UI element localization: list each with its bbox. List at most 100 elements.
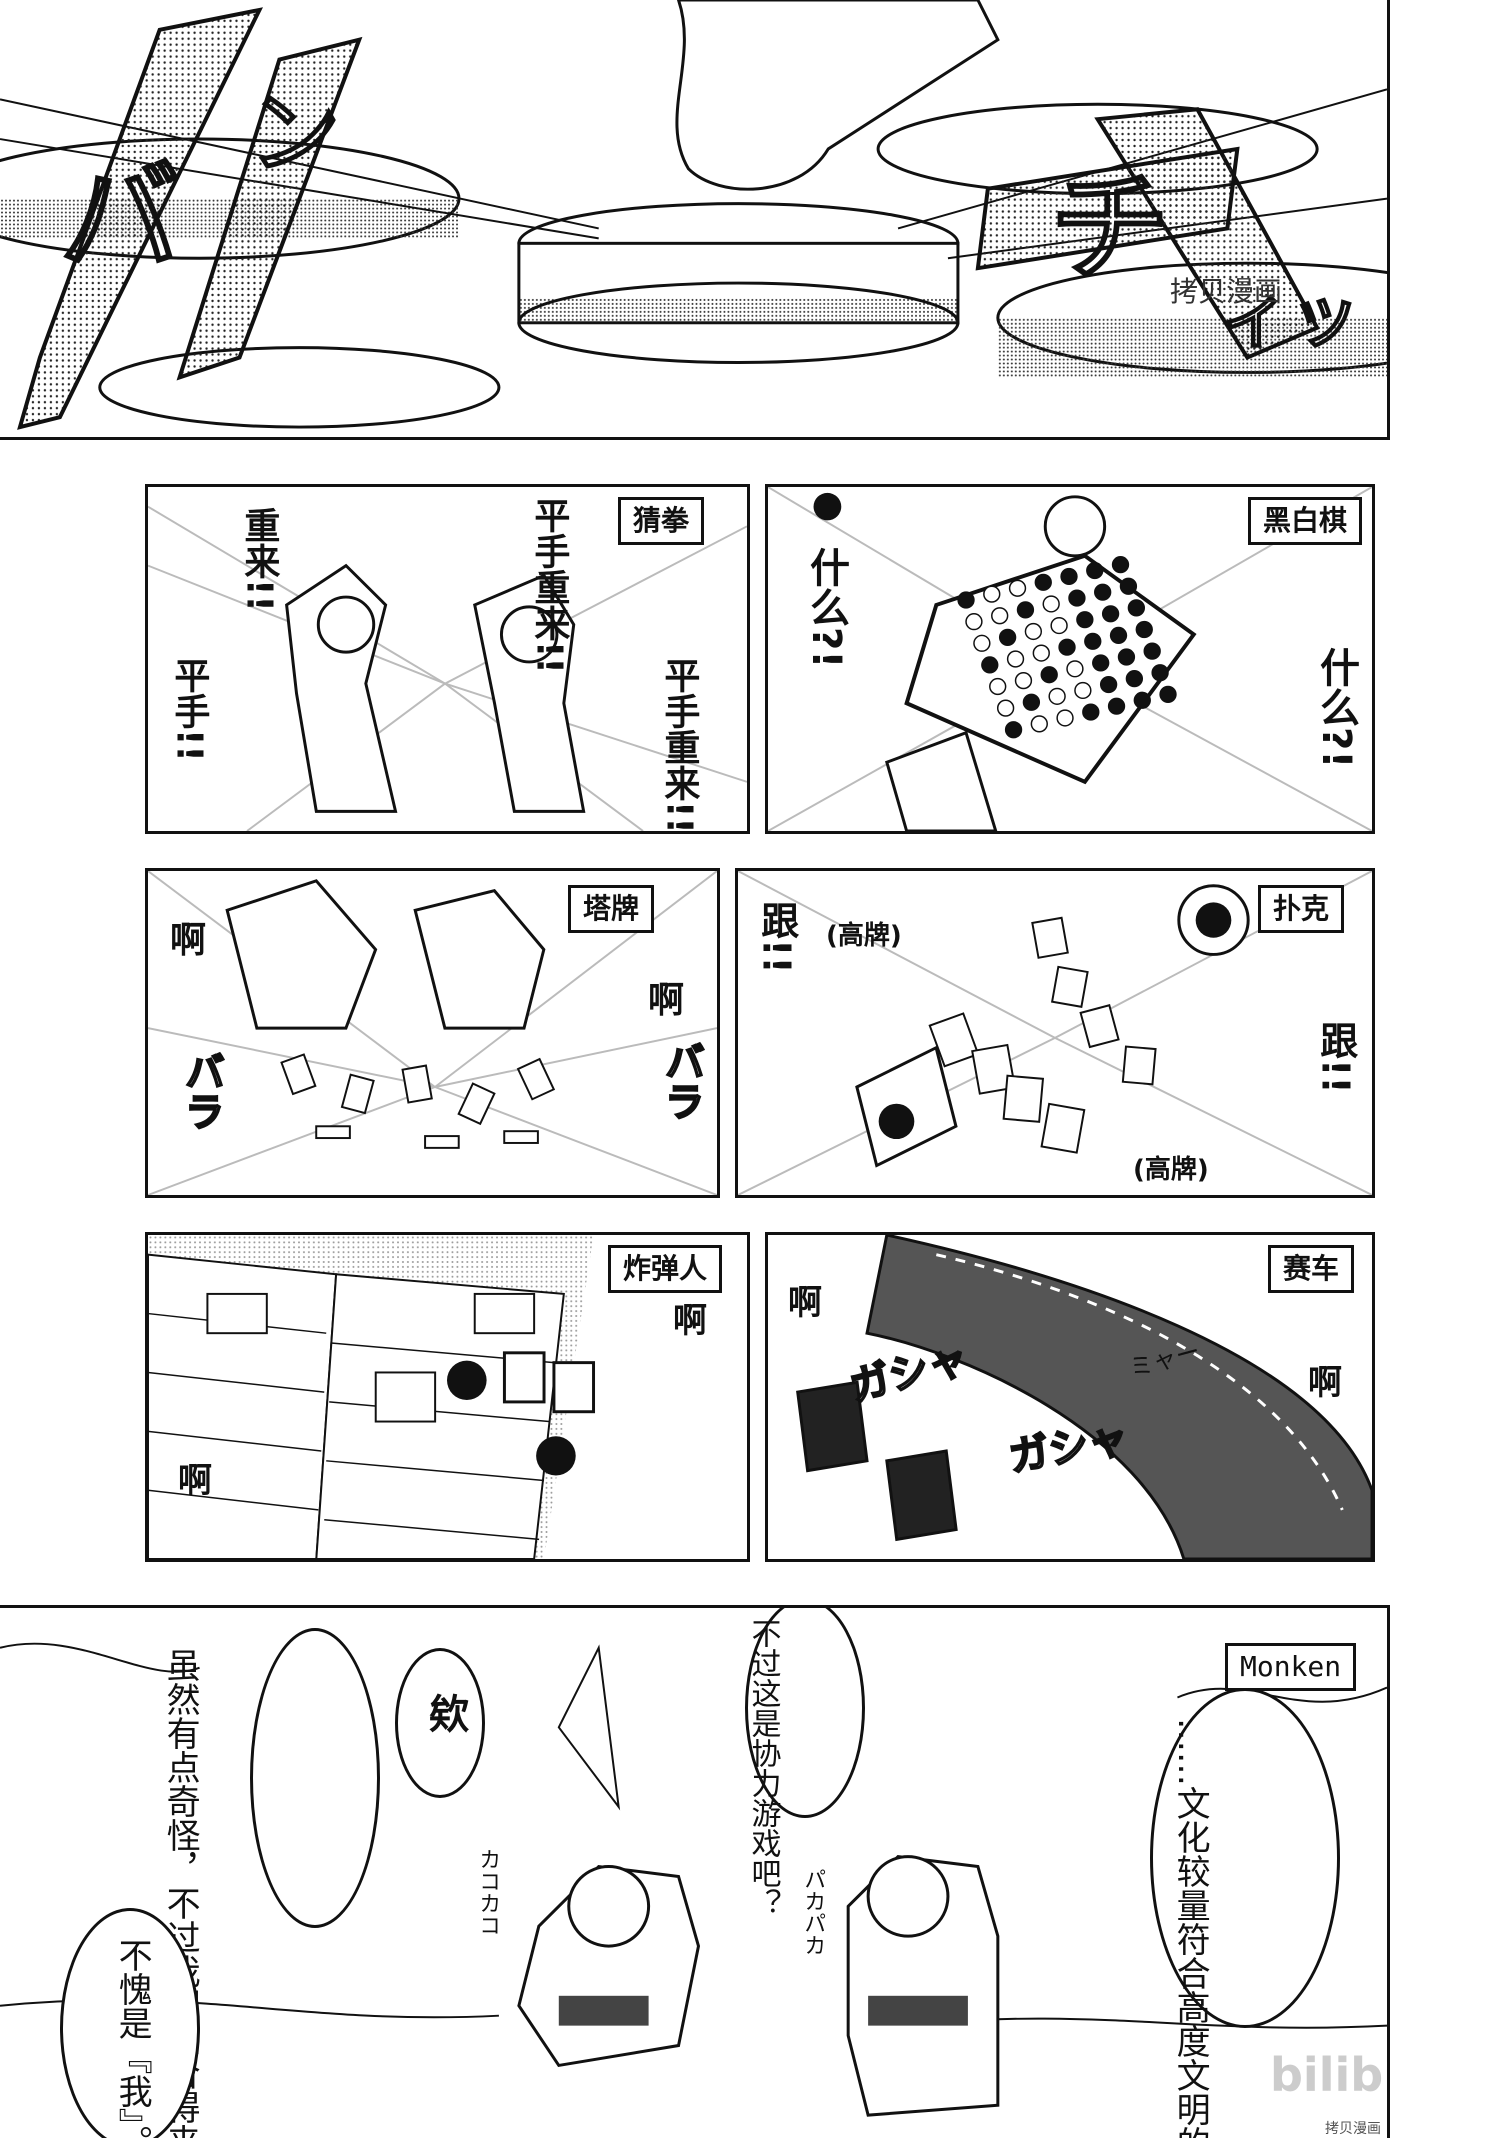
game-label-poker: 扑克 <box>1258 885 1345 933</box>
panel-button-press: バ ン チ ィッ 拷贝漫画 <box>0 0 1390 440</box>
reversi-disc <box>1119 577 1138 595</box>
game-label-racing: 赛车 <box>1268 1245 1355 1293</box>
reversi-disc <box>981 656 999 674</box>
reversi-disc <box>1127 599 1146 617</box>
reversi-disc <box>1099 675 1118 694</box>
reversi-disc <box>1086 561 1104 580</box>
reversi-disc <box>973 634 991 652</box>
rps-speech-right-top: 平手重来!! <box>528 497 570 674</box>
reversi-disc <box>1040 666 1058 684</box>
panel-bomberman: 炸弹人 啊 啊 <box>145 1232 750 1562</box>
reversi-disc <box>983 585 1001 603</box>
panel-rock-paper-scissors: 猜拳 重来!! 平手!! 平手重来!! 平手重来!! <box>145 484 750 834</box>
reversi-disc <box>1117 648 1136 666</box>
reversi-disc <box>1111 556 1130 574</box>
reversi-disc <box>1068 589 1086 607</box>
reversi-disc <box>1004 721 1023 739</box>
reversi-disc <box>1074 681 1092 700</box>
game-label-tower-cards: 塔牌 <box>568 885 655 933</box>
bilibili-logo: bilibili漫画 <box>1270 2048 1387 2102</box>
reversi-speech-left: 什么?! <box>803 547 849 669</box>
reversi-disc <box>1022 693 1041 711</box>
rps-speech-right-bottom: 平手重来!! <box>658 657 700 834</box>
bomberman-speech-top: 啊 <box>673 1301 707 1341</box>
racing-art <box>796 1235 1372 1559</box>
sfx-ix: ィッ <box>1219 274 1361 358</box>
reversi-disc <box>1082 703 1100 721</box>
reversi-disc <box>1094 583 1112 601</box>
reversi-disc <box>996 699 1015 717</box>
sfx-chi: チ <box>1049 158 1171 299</box>
panel-tower-cards: 塔牌 啊 啊 バラ バラ <box>145 868 720 1198</box>
reversi-disc <box>1048 687 1066 705</box>
reversi-disc <box>1056 709 1074 727</box>
sfx-kako: カコカコ <box>475 1848 501 1936</box>
speech-culture: ……文化较量符合高度文明的风度是挺好， <box>1170 1718 1211 2138</box>
reversi-disc <box>1058 638 1076 656</box>
sfx-paka: パカパカ <box>800 1868 826 1956</box>
reversi-disc <box>998 628 1017 646</box>
speech-eh: 欸 <box>422 1693 468 1733</box>
reversi-disc <box>1107 697 1126 715</box>
reversi-disc <box>1042 595 1060 613</box>
reversi-disc <box>1151 664 1169 682</box>
reversi-speech-right: 什么?! <box>1313 647 1359 769</box>
panel-racing: 赛车 啊 啊 ガシャ ガシャ ミャー <box>765 1232 1375 1562</box>
reversi-disc <box>1030 715 1048 733</box>
reversi-disc <box>1060 567 1078 586</box>
reversi-disc <box>1135 620 1153 639</box>
speech-coop: 不过这是协力游戏吧？ <box>745 1618 781 1918</box>
reversi-disc <box>965 613 983 631</box>
reversi-disc <box>1159 685 1177 703</box>
bomberman-speech-left: 啊 <box>178 1461 212 1501</box>
reversi-disc <box>957 591 975 609</box>
speech-me: 不愧是『我』。 <box>112 1938 153 2138</box>
racing-speech-right: 啊 <box>1308 1363 1342 1403</box>
reversi-disc <box>1008 579 1027 597</box>
game-label-monken: Monken <box>1225 1643 1357 1691</box>
tower-cards-art <box>148 871 717 1195</box>
sfx-bara-right: バラ <box>657 1040 705 1122</box>
reversi-disc <box>1016 601 1035 619</box>
speech-bubble-eh <box>395 1648 485 1798</box>
tower-speech-right: 啊 <box>648 980 685 1021</box>
reversi-disc <box>991 607 1009 625</box>
reversi-disc <box>1092 654 1110 672</box>
reversi-disc <box>1032 644 1050 662</box>
poker-note-bottom: (高牌) <box>1133 1155 1209 1185</box>
sfx-bara-left: バラ <box>177 1050 225 1132</box>
panel-poker: 扑克 跟!! 跟!! (高牌) (高牌) <box>735 868 1375 1198</box>
reversi-disc <box>1076 611 1094 629</box>
rps-speech-left-top: 重来!! <box>238 507 280 612</box>
reversi-disc <box>1101 605 1120 623</box>
poker-art <box>738 871 1372 1195</box>
reversi-disc <box>1109 626 1128 645</box>
reversi-disc <box>1125 670 1144 688</box>
panel-reversi: 黑白棋 什么?! 什么?! <box>765 484 1375 834</box>
reversi-disc <box>1143 642 1161 660</box>
monken-art <box>0 1642 1387 2117</box>
reversi-board-grid <box>957 556 1177 739</box>
tower-speech-left: 啊 <box>170 920 207 961</box>
reversi-disc <box>1050 616 1068 635</box>
speech-sync: 虽然有点奇怪，不过我们真合得来。 <box>160 1648 201 2138</box>
speech-bubble-me <box>60 1908 200 2138</box>
poker-speech-left: 跟!! <box>754 901 799 974</box>
reversi-disc <box>1084 632 1102 650</box>
rps-speech-left-bottom: 平手!! <box>168 657 210 762</box>
speech-bubble-sync <box>250 1628 380 1928</box>
watermark-top: 拷贝漫画 <box>1170 275 1283 308</box>
speech-bubble-culture <box>1150 1688 1340 2028</box>
reversi-art <box>768 487 1372 831</box>
reversi-disc <box>1034 573 1052 591</box>
game-label-bomberman: 炸弹人 <box>608 1245 723 1293</box>
poker-speech-right: 跟!! <box>1313 1021 1358 1094</box>
button-press-art <box>0 0 1387 430</box>
sfx-n: ン <box>249 80 341 187</box>
sfx-ba: バ <box>59 148 181 289</box>
racing-speech-left: 啊 <box>788 1283 822 1323</box>
reversi-disc <box>1133 691 1151 709</box>
bomberman-art <box>148 1235 596 1559</box>
reversi-disc <box>1024 622 1043 641</box>
